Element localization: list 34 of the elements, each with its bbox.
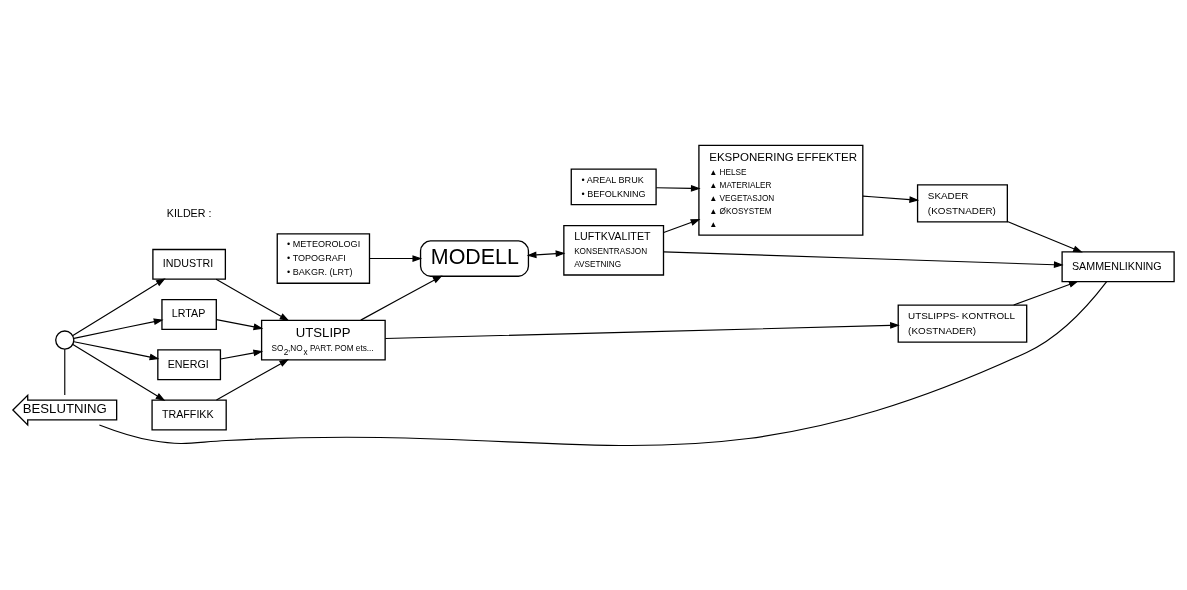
arrow (369, 254, 423, 262)
label: KILDER : (166, 206, 212, 219)
arrow (73, 317, 164, 339)
arrow (1013, 280, 1079, 306)
node-box: SKADER (KOSTNADER) (916, 183, 1008, 223)
arrow (526, 249, 566, 258)
arrow (215, 358, 290, 401)
node-box: MODELL (419, 239, 530, 277)
arrow (215, 318, 264, 330)
node-box: TRAFFIKK (151, 399, 227, 430)
arrow (72, 277, 166, 336)
arrow (663, 250, 1064, 268)
arrow (72, 343, 166, 401)
node-box: EKSPONERING EFFEKTER ▲ HELSE ▲ MATERIALER ▲ VEGETASJON ▲ ØKOSYSTEM ▲ (698, 144, 864, 236)
arrow (1006, 220, 1083, 253)
arrow (384, 321, 900, 339)
node-box: • METEOROLOGI • TOPOGRAFI • BAKGR. (LRT) (276, 232, 371, 284)
arrow (73, 340, 160, 360)
node-box: LUFTKVALITET KONSENTRASJON AVSETNING (563, 224, 665, 276)
node-box: SAMMENLIKNING (1061, 250, 1175, 282)
node-box: LRTAP (161, 298, 217, 330)
arrow (663, 218, 701, 233)
arrow (360, 275, 443, 321)
node-box: UTSLIPPS- KONTROLL (KOSTNADER) (897, 303, 1028, 343)
connector (64, 348, 66, 396)
node-box: • AREAL BRUK • BEFOLKNING (570, 168, 657, 205)
arrow (215, 278, 290, 321)
node-circle (55, 329, 75, 350)
arrow (220, 349, 264, 360)
node-box: ENERGI (157, 348, 222, 380)
node-box: INDUSTRI (152, 248, 227, 280)
connector (98, 280, 1108, 446)
arrow (862, 195, 920, 203)
arrow (655, 184, 701, 192)
